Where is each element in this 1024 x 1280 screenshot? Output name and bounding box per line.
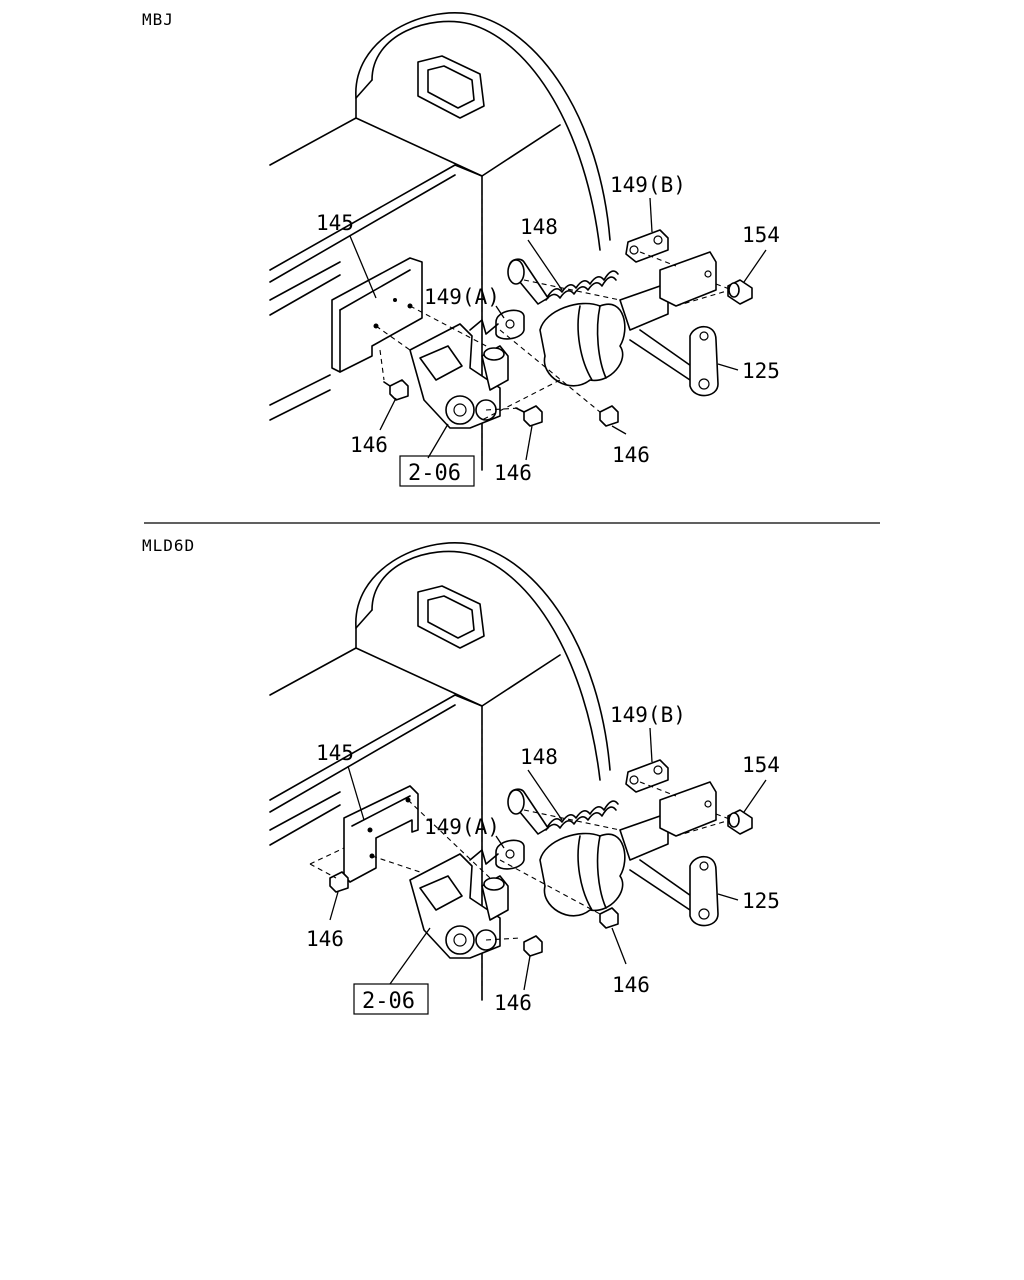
label-154: 154 — [742, 223, 780, 247]
clip-149a — [469, 309, 525, 340]
bolt-146-mid — [515, 405, 543, 427]
tank-body — [269, 12, 611, 471]
model-code-mbj: MBJ — [142, 10, 174, 29]
label-145: 145 — [316, 211, 354, 235]
ref-box-frame — [353, 983, 429, 1015]
label-148: 148 — [520, 215, 558, 239]
label-125: 125 — [742, 889, 780, 913]
model-code-mld6d: MLD6D — [142, 536, 196, 555]
label-149a: 149(A) — [424, 815, 500, 839]
lever-assembly — [409, 323, 509, 429]
arm-125 — [689, 855, 719, 927]
label-146-left: 146 — [350, 433, 388, 457]
clip-149b — [625, 229, 669, 263]
pin-154 — [727, 279, 753, 305]
label-146-right: 146 — [612, 973, 650, 997]
label-146-left: 146 — [306, 927, 344, 951]
diagram-panel-mbj: 145 148 149(B) 154 149(A) 125 146 146 14… — [269, 12, 780, 487]
ref-box-label: 2-06 — [362, 989, 415, 1014]
clip-149b — [625, 759, 669, 793]
label-154: 154 — [742, 753, 780, 777]
label-149b: 149(B) — [610, 173, 686, 197]
label-149b: 149(B) — [610, 703, 686, 727]
label-145: 145 — [316, 741, 354, 765]
arm-125 — [689, 325, 719, 397]
ref-box-label: 2-06 — [408, 461, 461, 486]
diagram-panel-mld6d: 145 148 149(B) 154 149(A) 125 146 146 14… — [269, 542, 780, 1015]
lever-assembly — [409, 853, 509, 959]
label-148: 148 — [520, 745, 558, 769]
label-146-mid: 146 — [494, 461, 532, 485]
pin-154 — [727, 809, 753, 835]
bolt-146-right — [599, 907, 619, 929]
bolt-146-left — [329, 871, 349, 893]
label-146-right: 146 — [612, 443, 650, 467]
label-125: 125 — [742, 359, 780, 383]
label-146-mid: 146 — [494, 991, 532, 1015]
clip-149a — [469, 839, 525, 870]
bolt-146-right — [599, 405, 619, 427]
ref-box-frame — [399, 455, 475, 487]
bolt-146-left — [383, 379, 409, 401]
bolt-146-mid — [523, 935, 543, 957]
bracket-145 — [331, 257, 423, 373]
label-149a: 149(A) — [424, 285, 500, 309]
spring-148 — [507, 788, 619, 835]
spring-148 — [507, 258, 619, 305]
